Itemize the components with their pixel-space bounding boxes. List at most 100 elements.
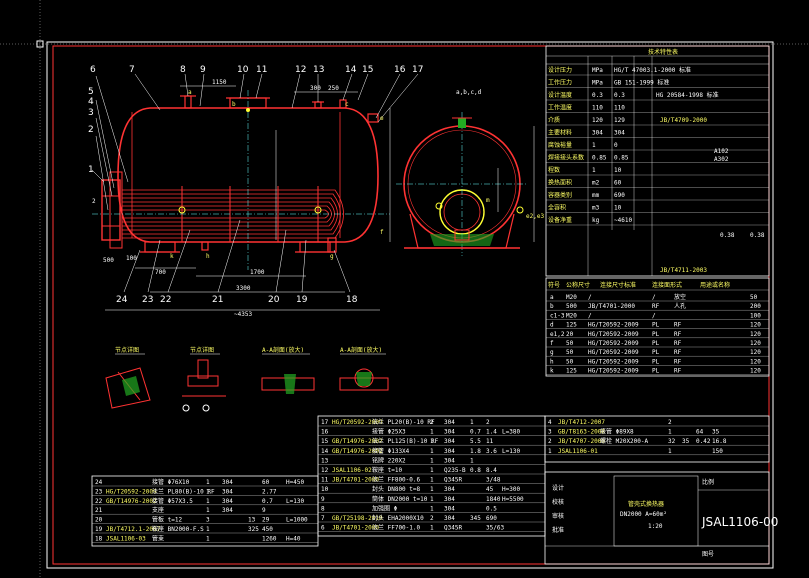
bom-left-cell: 3	[206, 517, 210, 524]
bom-right-cell: 304	[444, 438, 455, 445]
bom-left-cell: JB/T4712.1-2007	[106, 526, 161, 533]
bom-right-cell: 2	[486, 419, 490, 426]
nozzle-cell: HG/T20592-2009	[588, 331, 639, 338]
bom-side-cell: GB/T8163-2008	[558, 429, 605, 436]
bom-right-cell: 14	[321, 448, 329, 455]
title-block: 管壳式换热器 DN2000 A=60m² 1:20 JSAL1106-00 设计…	[544, 471, 778, 565]
spec-cell: HG 20584-1998 标准	[656, 91, 719, 99]
bom-right-cell: JSAL1106-02	[332, 467, 372, 474]
spec-cell: 介质	[548, 116, 560, 124]
spec-cell: 主要材料	[548, 129, 572, 137]
dim-3300: 3300	[236, 285, 251, 292]
dim-300: 300	[310, 85, 321, 92]
nozzle-cell: 125	[566, 322, 577, 329]
nozzle-cell: RF	[674, 368, 682, 375]
spec-cell: 0.3	[592, 92, 603, 99]
bom-right-cell: 1	[470, 457, 474, 464]
bom-left-cell: 23	[95, 488, 103, 495]
bom-left-cell: 18	[95, 535, 103, 542]
nozzle-cell: PL	[652, 349, 660, 356]
bom-right-cell: 15	[321, 438, 329, 445]
bom-right-cell: 304	[444, 496, 455, 503]
bom-left-cell: 22	[95, 498, 103, 505]
nozzle-cell: 120	[750, 331, 761, 338]
nozzle-cell: 120	[750, 349, 761, 356]
bom-right-cell: L=130	[502, 448, 520, 455]
dim-100: 100	[126, 255, 137, 262]
spec-right-4: 0.38	[750, 232, 765, 239]
dim-250: 250	[328, 85, 339, 92]
bom-right-cell: GB/T14976-2002	[332, 438, 383, 445]
bom-right-cell: 12	[321, 467, 329, 474]
nozzle-cell: M20	[566, 312, 577, 319]
bom-left-cell: 管束	[152, 534, 164, 542]
bom-left-cell: 1	[206, 526, 210, 533]
bom-right-cell: GB/T25198-2010	[332, 515, 383, 522]
nozzle-cell: 20	[566, 331, 574, 338]
bom-side-cell: 接管 Φ89X8	[600, 428, 634, 436]
nozzle-cell: 120	[750, 322, 761, 329]
callout-10: 10	[237, 65, 249, 75]
bom-right-cell: 304	[444, 505, 455, 512]
bom-left-cell: 24	[95, 479, 103, 486]
nozzle-h: h	[206, 253, 210, 260]
spec-cell: ~4610	[614, 217, 632, 224]
bom-left-cell: 9	[262, 507, 266, 514]
bom-right-cell: 6	[321, 525, 325, 532]
spec-cell: 120	[592, 117, 603, 124]
bom-side-cell: JB/T4707-2000	[558, 438, 605, 445]
bom-side-cell: 2	[548, 438, 552, 445]
nozzle-cell: RF	[652, 303, 660, 310]
bom-right-cell: 9	[321, 496, 325, 503]
bom-left-cell: 450	[262, 526, 273, 533]
nozzle-cell: f	[550, 340, 554, 347]
bom-right-cell: H=300	[502, 486, 520, 493]
bom-right-cell: 35/63	[486, 525, 504, 532]
main-elevation-view: 6 7 8 9 10 11 12 13 14 15 16 17 5 4 3 2 …	[88, 65, 423, 318]
bom-right-cell: 法兰 FF800-0.6	[372, 476, 421, 484]
callout-4: 4	[88, 97, 94, 107]
bom-left-cell: 鞍座 BN2000-F.S	[152, 525, 204, 533]
bom-right-cell: HG/T20592-2009	[332, 419, 383, 426]
bom-right-cell: Q235-B	[444, 467, 466, 474]
callout-20: 20	[268, 295, 280, 305]
bom-right-cell: 1	[470, 419, 474, 426]
nozzle-cell: a	[550, 294, 554, 301]
bom-right-cell: 3.6	[486, 448, 497, 455]
spec-cell: GB 151-1999 标准	[614, 79, 669, 87]
spec-cell: 焊接接头系数	[548, 154, 584, 162]
nozzle-cell: c1-3	[550, 312, 565, 319]
nozzle-cell: PL	[652, 368, 660, 375]
spec-cell: 0.3	[614, 92, 625, 99]
callout-24: 24	[116, 295, 128, 305]
bom-right-cell: 304	[444, 457, 455, 464]
callout-16: 16	[394, 65, 406, 75]
bom-right-cell: 690	[486, 515, 497, 522]
nozzle-cell: JB/T4701-2000	[588, 303, 635, 310]
bom-right-cell: 封头 DN800 t=8	[372, 485, 421, 493]
bom-side-cell: JB/T4712-2007	[558, 419, 605, 426]
bom-right-cell: 304	[444, 429, 455, 436]
nozzle-cell: 125	[566, 368, 577, 375]
bom-left-cell: H=450	[286, 479, 304, 486]
dim-4353: ~4353	[234, 311, 252, 318]
spec-cell: 容器类别	[548, 191, 572, 199]
nozzle-header-cell: 用途或名称	[700, 281, 730, 289]
spec-cell: 程数	[548, 166, 560, 174]
spec-cell: 304	[614, 130, 625, 137]
bom-right-cell: 1	[430, 496, 434, 503]
spec-cell: MPa	[592, 80, 603, 87]
spec-cell: 690	[614, 192, 625, 199]
bom-side-cell: 35	[712, 429, 720, 436]
callout-5: 5	[88, 87, 94, 97]
spec-footer: JB/T4711-2003	[660, 267, 707, 274]
nozzle-cell: PL	[652, 358, 660, 365]
bom-right-cell: 1	[430, 477, 434, 484]
bom-left-cell: 304	[222, 507, 233, 514]
bom-right-cell: 345	[470, 515, 481, 522]
callout-3: 3	[88, 108, 94, 118]
spec-cell: 0.85	[614, 155, 629, 162]
nozzle-cell: RF	[674, 358, 682, 365]
